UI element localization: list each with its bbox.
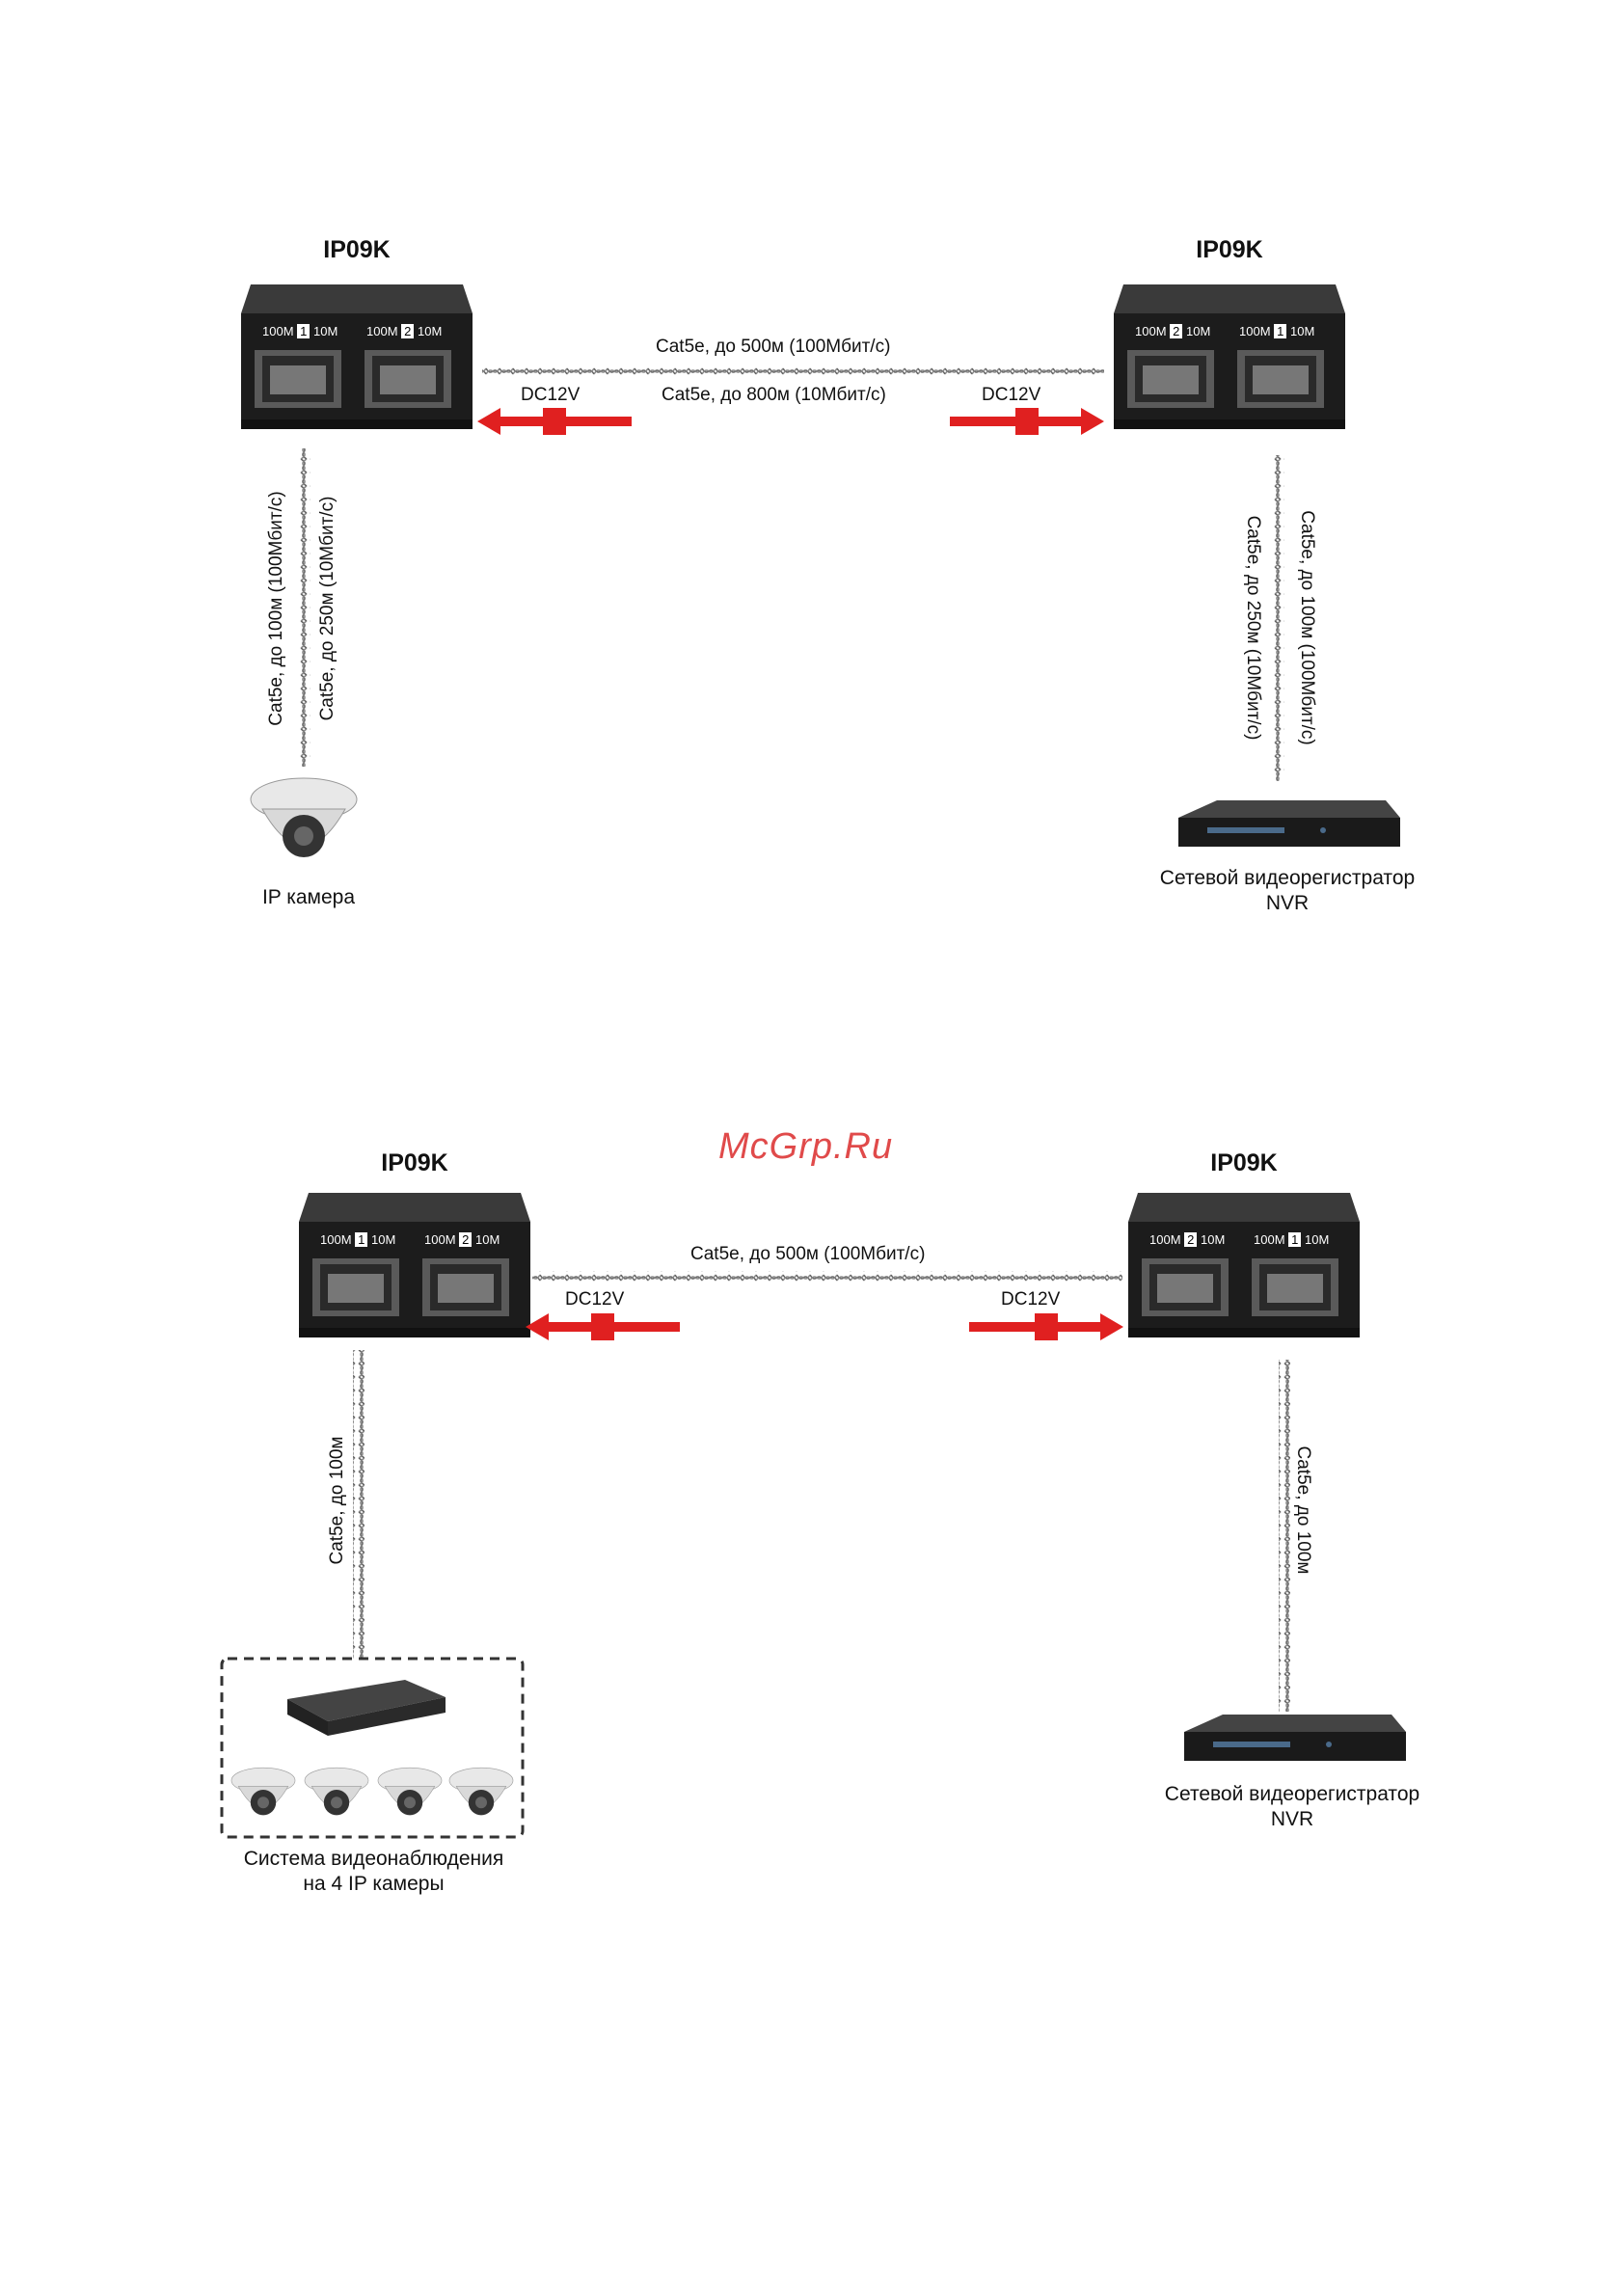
- system-caption: Система видеонаблюдения на 4 IP камеры: [243, 1848, 504, 1895]
- camera-icon-2: [304, 1767, 369, 1816]
- right-vertical-label-2-1: Cat5e, до 100м: [1293, 1445, 1313, 1575]
- left-extender-device-2: [299, 1193, 530, 1337]
- left-device-title-2: IP09K: [381, 1149, 448, 1176]
- nvr-icon-2: [1184, 1715, 1406, 1761]
- cable-link-1: [482, 365, 1104, 377]
- nvr-caption: Сетевой видеорегистратор NVR: [1159, 867, 1416, 914]
- power-arrow-left: [477, 408, 632, 435]
- right-extender-device: [1114, 284, 1345, 429]
- link-top-label-2: Cat5e, до 500м (100Мбит/с): [690, 1244, 926, 1264]
- port-label-left-b-2: 100M 2 10M: [424, 1232, 500, 1247]
- power-right-label: DC12V: [982, 385, 1041, 405]
- left-extender-device: [241, 284, 473, 429]
- left-device-title: IP09K: [323, 236, 391, 263]
- power-right-label-2: DC12V: [1001, 1289, 1061, 1310]
- camera-icon-1: [230, 1767, 296, 1816]
- cable-right-vertical-1: [1273, 455, 1284, 781]
- power-arrow-right: [950, 408, 1104, 435]
- cable-right-vertical-2: [1279, 1360, 1290, 1712]
- power-left-label-2: DC12V: [565, 1289, 625, 1310]
- camera-icon-3: [377, 1767, 443, 1816]
- right-extender-device-2: [1128, 1193, 1360, 1337]
- cable-left-vertical-1: [299, 448, 311, 767]
- left-vertical-label-2-1: Cat5e, до 100м: [327, 1436, 347, 1565]
- left-vertical-label-2: Cat5e, до 250м (10Мбит/с): [317, 496, 338, 721]
- port-label-right-b-2: 100M 1 10M: [1254, 1232, 1330, 1247]
- right-device-title: IP09K: [1196, 236, 1263, 263]
- link-bottom-label: Cat5e, до 800м (10Мбит/с): [662, 385, 886, 405]
- camera-system-box: [220, 1657, 525, 1839]
- cable-link-2: [532, 1271, 1122, 1283]
- camera-caption: IP камера: [261, 886, 356, 908]
- power-left-label: DC12V: [521, 385, 581, 405]
- power-arrow-left-2: [526, 1313, 680, 1340]
- watermark-text: McGrp.Ru: [718, 1126, 894, 1167]
- right-device-title-2: IP09K: [1210, 1149, 1278, 1176]
- poe-switch-icon: [287, 1680, 446, 1721]
- link-top-label: Cat5e, до 500м (100Мбит/с): [656, 337, 891, 357]
- port-label-left-a: 100M 1 10M: [262, 324, 338, 338]
- port-label-left-a-2: 100M 1 10M: [320, 1232, 396, 1247]
- power-arrow-right-2: [969, 1313, 1123, 1340]
- port-label-right-b: 100M 1 10M: [1239, 324, 1315, 338]
- right-vertical-label-1: Cat5e, до 100м (100Мбит/с): [1297, 510, 1317, 745]
- camera-icon-4: [448, 1767, 514, 1816]
- right-vertical-label-2: Cat5e, до 250м (10Мбит/с): [1243, 515, 1263, 741]
- port-label-left-b: 100M 2 10M: [366, 324, 443, 338]
- cable-left-vertical-2: [353, 1350, 365, 1659]
- left-vertical-label-1: Cat5e, до 100м (100Мбит/с): [266, 491, 286, 726]
- nvr-caption-2: Сетевой видеорегистратор NVR: [1164, 1783, 1420, 1830]
- port-label-right-a-2: 100M 2 10M: [1149, 1232, 1226, 1247]
- nvr-icon: [1178, 800, 1400, 847]
- port-label-right-a: 100M 2 10M: [1135, 324, 1211, 338]
- ip-camera-icon: [250, 777, 358, 858]
